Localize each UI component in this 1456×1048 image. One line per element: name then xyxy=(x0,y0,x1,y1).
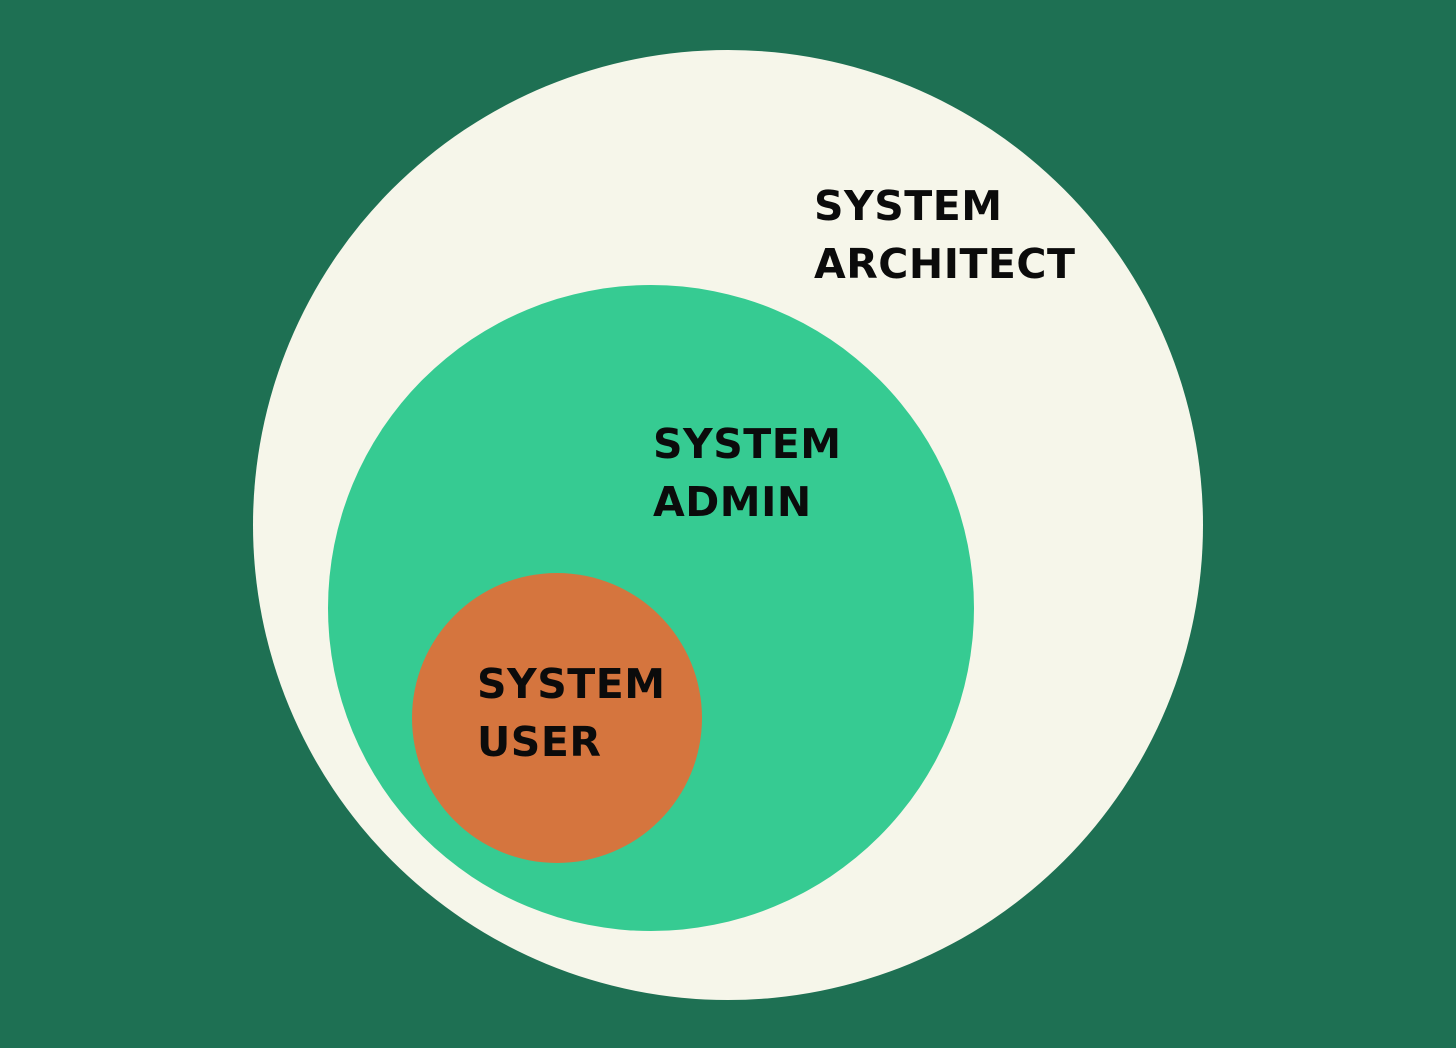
system-user-label-line2: USER xyxy=(477,718,602,766)
system-user-label-line1: SYSTEM xyxy=(477,660,666,708)
system-user-circle xyxy=(412,573,702,863)
system-architect-label-line2: ARCHITECT xyxy=(814,240,1076,288)
system-architect-label: SYSTEM ARCHITECT xyxy=(814,177,1076,293)
system-user-label: SYSTEM USER xyxy=(477,655,666,771)
system-admin-label-line2: ADMIN xyxy=(653,478,812,526)
system-architect-label-line1: SYSTEM xyxy=(814,182,1003,230)
system-admin-label: SYSTEM ADMIN xyxy=(653,415,842,531)
system-admin-label-line1: SYSTEM xyxy=(653,420,842,468)
